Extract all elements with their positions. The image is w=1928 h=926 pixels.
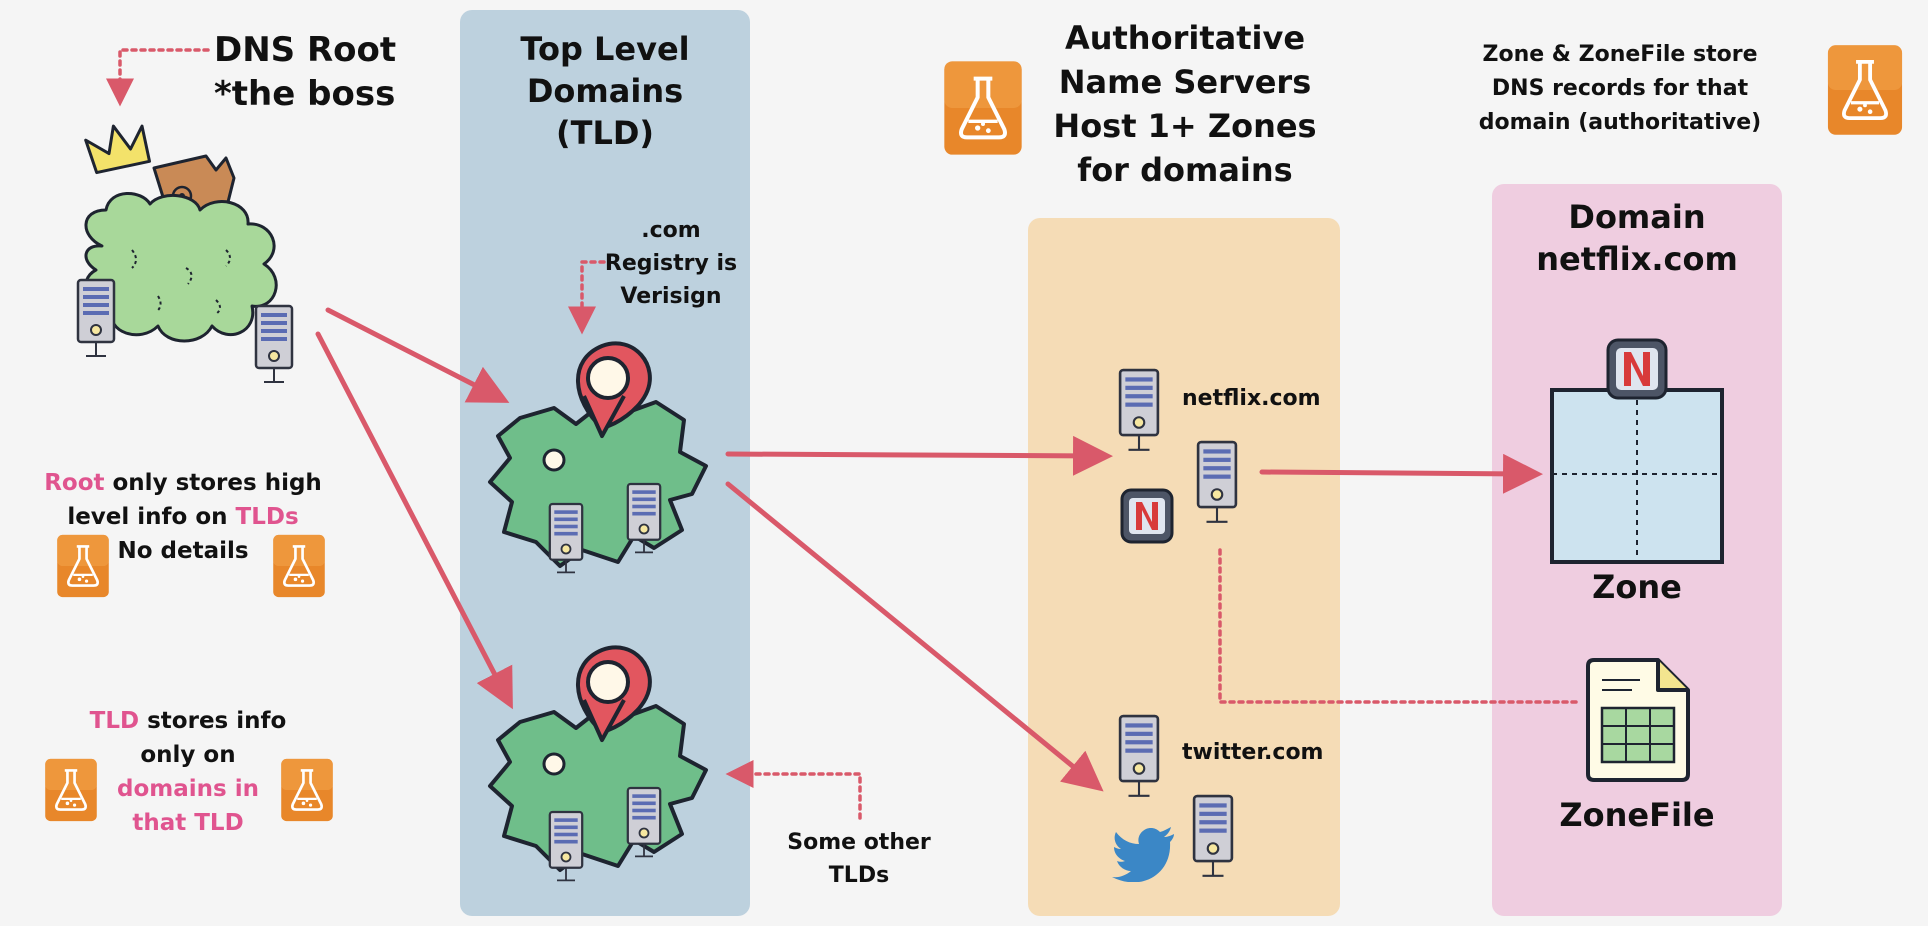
dotted-root-pointer [106, 48, 210, 107]
arrow-root-to-tld-other [315, 331, 513, 710]
flask-icon [276, 758, 338, 822]
tld-note: TLD stores info only on domains in that … [89, 708, 287, 836]
twitter-bird-icon [1112, 827, 1174, 882]
server-icon [548, 502, 584, 578]
zone-label: Zone [1592, 568, 1682, 606]
server-icon [1118, 708, 1160, 808]
server-icon [548, 810, 584, 886]
flask-icon [52, 534, 114, 598]
map-pin-icon [484, 640, 724, 890]
crown-icon [84, 124, 152, 175]
server-icon [256, 306, 292, 382]
root-tree-illustration [66, 124, 326, 398]
flask-icon [268, 534, 330, 598]
server-icon [1196, 428, 1238, 540]
server-icon [1118, 362, 1160, 462]
domain-title: Domain netflix.com [1536, 198, 1738, 278]
server-icon [626, 482, 662, 558]
root-note: Root only stores high level info on TLDs… [44, 470, 322, 564]
server-icon [626, 786, 662, 862]
server-icon [78, 280, 114, 356]
map-pin-icon [484, 336, 724, 586]
server-label-netflix: netflix.com [1182, 386, 1321, 411]
authoritative-title: Authoritative Name Servers Host 1+ Zones… [1053, 19, 1317, 189]
arrow-tld-to-netflix [725, 435, 1113, 476]
netflix-icon [1606, 338, 1668, 400]
flask-icon [1818, 44, 1912, 136]
zone-icon [1550, 338, 1724, 564]
zonefile-document-icon [1586, 658, 1690, 782]
tld-other-note: Some other TLDs [787, 830, 931, 888]
tree-icon [84, 154, 278, 343]
server-label-twitter: twitter.com [1182, 740, 1324, 765]
flask-icon [936, 60, 1030, 156]
tld-registry-note: .com Registry is Verisign [604, 218, 738, 309]
dotted-other-tld-pointer [725, 760, 862, 820]
dotted-registry-pointer [568, 260, 606, 335]
zonefile-label: ZoneFile [1559, 796, 1715, 834]
flask-icon [40, 758, 102, 822]
netflix-icon [1120, 488, 1174, 544]
arrow-server-to-zone [1259, 453, 1543, 494]
arrow-root-to-tld-com [325, 307, 510, 403]
authoritative-panel [1028, 218, 1340, 916]
dotted-server-to-zonefile [1218, 548, 1580, 704]
tld-title: Top Level Domains (TLD) [520, 30, 690, 152]
zone-note: Zone & ZoneFile store DNS records for th… [1478, 42, 1762, 135]
arrow-tld-to-twitter [725, 481, 1104, 792]
root-title: DNS Root *the boss [214, 30, 397, 114]
server-icon [1192, 782, 1234, 894]
